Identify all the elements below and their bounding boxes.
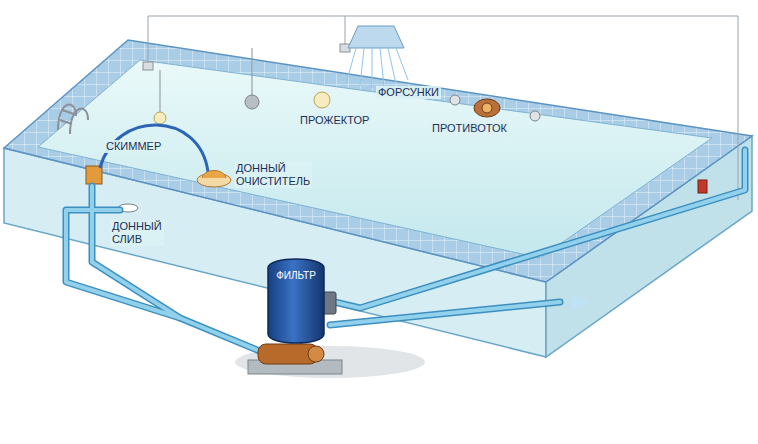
filter-tank: ФИЛЬТР [266, 254, 326, 348]
part-label: ФОРСУНКИ [376, 86, 441, 99]
part-label: ПРОТИВОТОК [430, 122, 509, 135]
part-label: ДОННЫЙ ОЧИСТИТЕЛЬ [234, 162, 312, 188]
part-label: ДОННЫЙ СЛИВ [110, 220, 164, 246]
tank-shape [266, 254, 326, 348]
tank-label: ФИЛЬТР [266, 254, 326, 282]
part-label: ПРОЖЕКТОР [298, 114, 371, 127]
part-label: СКИММЕР [104, 140, 163, 153]
